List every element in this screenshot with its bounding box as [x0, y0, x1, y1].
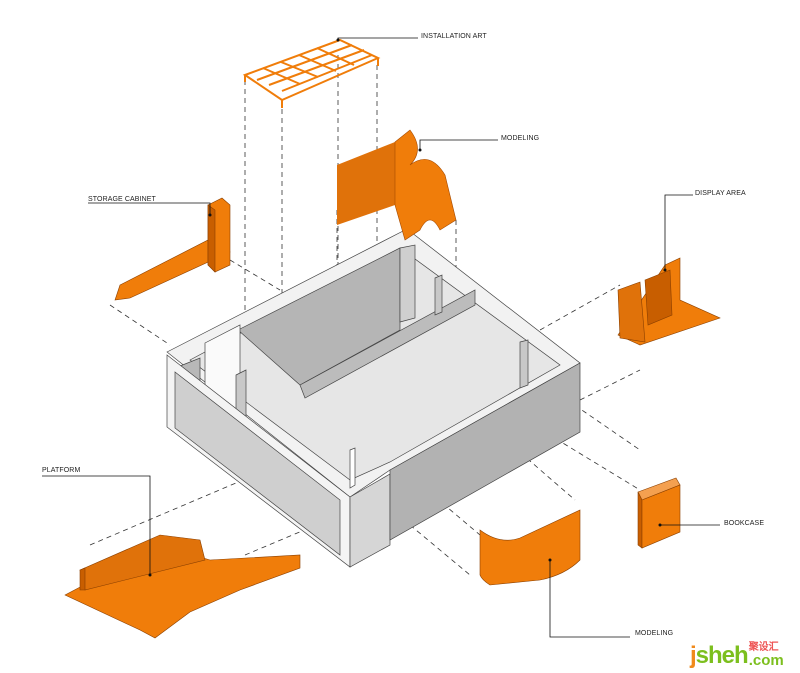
watermark-logo-com: .com	[748, 652, 784, 669]
modeling-bottom	[479, 509, 581, 586]
label-installation-art: INSTALLATION ART	[421, 33, 487, 40]
platform	[64, 534, 301, 639]
label-storage-cabinet: STORAGE CABINET	[88, 196, 156, 203]
label-modeling-bottom: MODELING	[635, 630, 674, 637]
storage-cabinet	[114, 197, 231, 301]
building-shell	[166, 228, 581, 568]
bookcase	[637, 477, 681, 549]
leader-dots	[148, 38, 667, 577]
watermark-logo: jsheh 聚设汇 .com	[690, 642, 784, 669]
label-display-area: DISPLAY AREA	[695, 190, 746, 197]
display-area	[617, 257, 721, 346]
watermark-logo-main: jsheh	[690, 642, 749, 669]
modeling-top	[337, 129, 457, 241]
label-platform: PLATFORM	[42, 467, 81, 474]
watermark-logo-side: 聚设汇 .com	[749, 642, 784, 669]
label-bookcase: BOOKCASE	[724, 520, 765, 527]
installation-art	[242, 38, 381, 108]
label-modeling-top: MODELING	[501, 135, 540, 142]
watermark-cn: 聚设汇	[748, 642, 779, 653]
leader-lines	[42, 37, 720, 638]
